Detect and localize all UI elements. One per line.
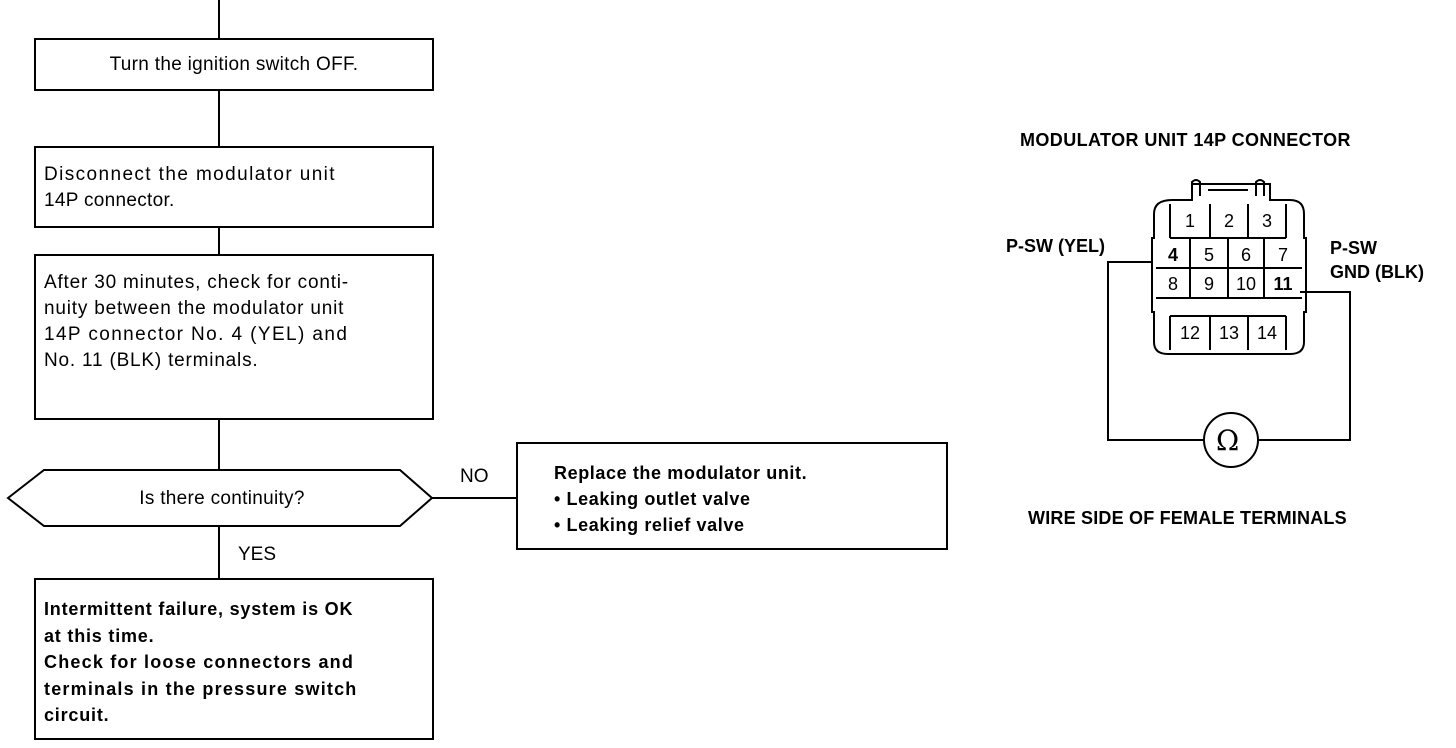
result-item: • Leaking relief valve	[554, 515, 745, 535]
result-text-line: Check for loose connectors and	[44, 652, 355, 672]
result-replace-modulator: Replace the modulator unit. • Leaking ou…	[516, 442, 948, 550]
step-text-line: Disconnect the modulator unit	[44, 164, 336, 185]
result-intermittent-failure: Intermittent failure, system is OK at th…	[34, 578, 434, 740]
pin-number: 1	[1184, 211, 1195, 231]
step-disconnect-connector: Disconnect the modulator unit 14P connec…	[34, 146, 434, 228]
decision-text: Is there continuity?	[139, 488, 305, 509]
step-text-line: No. 11 (BLK) terminals.	[44, 350, 259, 371]
pin-number: 10	[1235, 274, 1257, 294]
result-title: Replace the modulator unit.	[554, 463, 808, 483]
pin-number: 7	[1277, 245, 1288, 265]
pin-number: 14	[1256, 323, 1278, 343]
pin-label-line: P-SW	[1330, 238, 1377, 258]
step-text-line: After 30 minutes, check for conti-	[44, 272, 349, 293]
pin-number: 11	[1273, 274, 1293, 294]
step-text-line: 14P connector.	[44, 190, 175, 211]
no-label: NO	[460, 466, 489, 487]
yes-label: YES	[238, 544, 277, 565]
step-check-continuity: After 30 minutes, check for conti- nuity…	[34, 254, 434, 420]
step-text-line: nuity between the modulator unit	[44, 298, 345, 319]
pin-number: 13	[1218, 323, 1240, 343]
pin-number: 5	[1203, 245, 1214, 265]
result-text-line: at this time.	[44, 625, 155, 646]
result-text-line: terminals in the pressure switch	[44, 678, 358, 699]
pin-number: 4	[1167, 245, 1178, 265]
ohmmeter-icon: Ω	[1216, 424, 1240, 457]
pin-number: 12	[1179, 323, 1201, 343]
pin-label-pswitch-gnd: P-SW GND (BLK)	[1330, 236, 1424, 284]
meter-wiring	[1107, 261, 1351, 468]
connector-body	[1151, 179, 1307, 355]
decision-shape	[6, 469, 434, 527]
pin-label-line: GND (BLK)	[1330, 262, 1424, 282]
pin-number: 6	[1240, 245, 1251, 265]
pin-number: 8	[1167, 274, 1178, 294]
pin-number: 2	[1223, 211, 1234, 231]
step-text: Turn the ignition switch OFF.	[109, 54, 359, 75]
pin-number: 9	[1203, 274, 1214, 294]
result-item: • Leaking outlet valve	[554, 489, 751, 509]
connector-caption: WIRE SIDE OF FEMALE TERMINALS	[1028, 508, 1347, 528]
result-text-line: circuit.	[44, 705, 110, 725]
pin-label-pswitch-yel: P-SW (YEL)	[1006, 236, 1105, 256]
step-text-line: 14P connector No. 4 (YEL) and	[44, 324, 349, 345]
connector-title: MODULATOR UNIT 14P CONNECTOR	[1020, 130, 1351, 150]
pin-number: 3	[1261, 211, 1272, 231]
result-text-line: Intermittent failure, system is OK	[44, 599, 354, 619]
step-turn-ignition-off: Turn the ignition switch OFF.	[34, 38, 434, 91]
